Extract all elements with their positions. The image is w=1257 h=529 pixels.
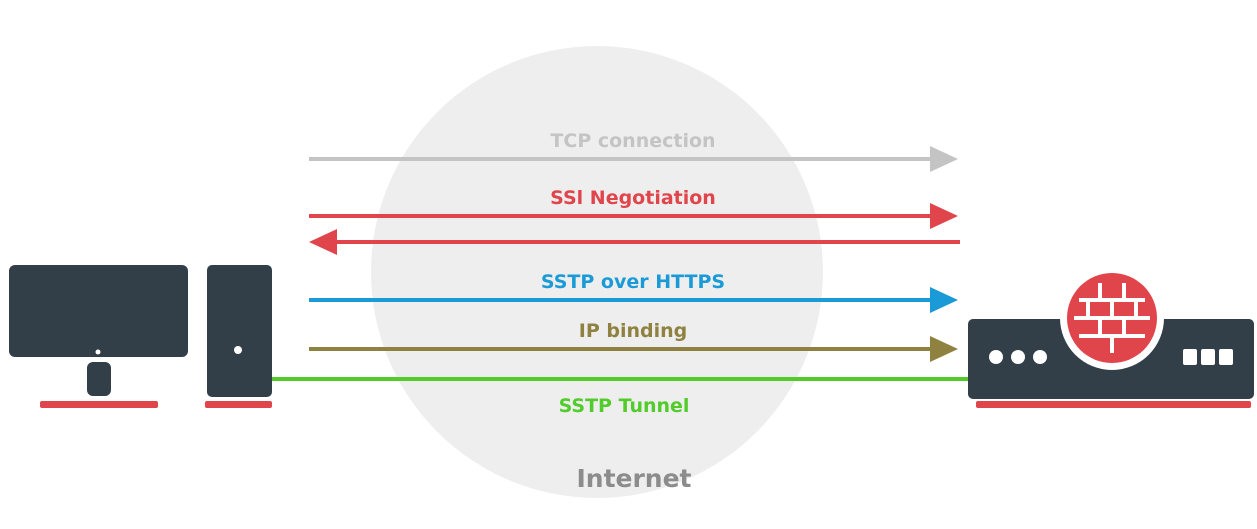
arrow-right-icon [930,203,958,229]
arrow-right-icon [930,287,958,313]
router-ports [1183,349,1233,365]
monitor [9,265,188,408]
internet-label: Internet [576,464,691,493]
flow-sstp-tunnel: SSTP Tunnel [272,377,968,417]
flow-ssl-negotiation: SSl Negotiation [309,187,960,255]
monitor-base [40,401,158,408]
monitor-stand [87,362,111,396]
tower-base [205,401,272,408]
power-button-icon [234,346,242,354]
flow-label: TCP connection [550,130,715,152]
flow-sstp-over-https: SSTP over HTTPS [309,271,958,313]
desktop-computer-icon [9,265,272,408]
router-leds [989,350,1047,364]
flow-label: SSTP over HTTPS [541,271,725,293]
firewall-router-icon [968,266,1254,408]
arrow-right-icon [930,336,958,362]
flow-ip-binding: IP binding [309,320,958,362]
flow-label: IP binding [579,320,688,342]
arrow-right-icon [930,146,958,172]
firewall-brick-icon [1060,266,1164,370]
pc-tower [205,265,272,408]
arrow-left-icon [309,229,337,255]
flow-label: SSl Negotiation [550,187,716,209]
router-base [976,401,1251,408]
flow-tcp-connection: TCP connection [309,130,958,172]
flow-label: SSTP Tunnel [559,395,690,417]
